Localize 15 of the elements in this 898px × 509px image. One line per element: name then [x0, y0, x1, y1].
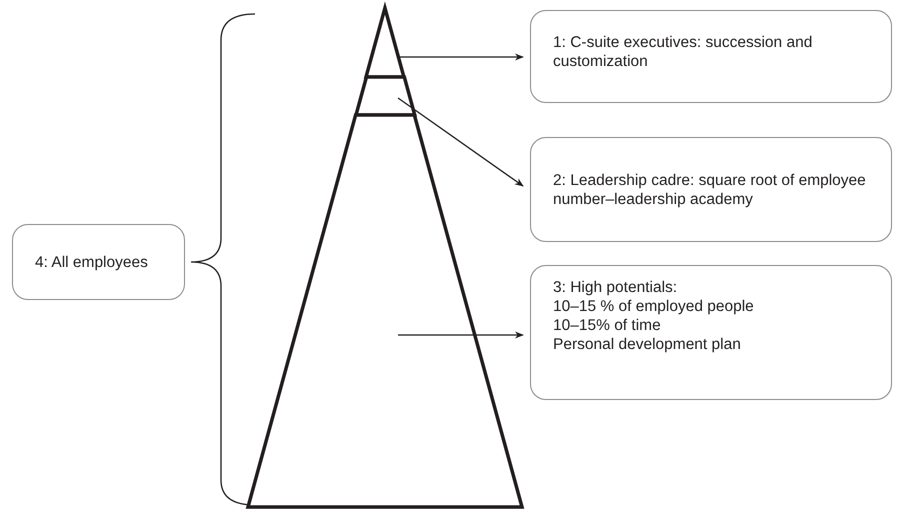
box-text: 4: All employees [35, 252, 149, 272]
box-text: 1: C-suite executives: succession and customization [553, 33, 814, 71]
rounded-text-box [12, 224, 185, 300]
rounded-text-box [530, 265, 892, 400]
box-text: Personal development plan [553, 335, 742, 354]
box-text: 2: Leadership cadre: square root of employee number–leadership academy [553, 170, 867, 208]
box-text: 3: High potentials: [553, 278, 678, 297]
rounded-text-box [530, 10, 892, 103]
box-text: 10–15% of time [553, 316, 662, 335]
arrow [398, 331, 524, 339]
arrow [398, 97, 524, 187]
pyramid-middle-band [352, 74, 418, 118]
arrow [398, 53, 524, 61]
box-text: 10–15 % of employed people [553, 297, 755, 316]
rounded-text-box [530, 137, 892, 242]
